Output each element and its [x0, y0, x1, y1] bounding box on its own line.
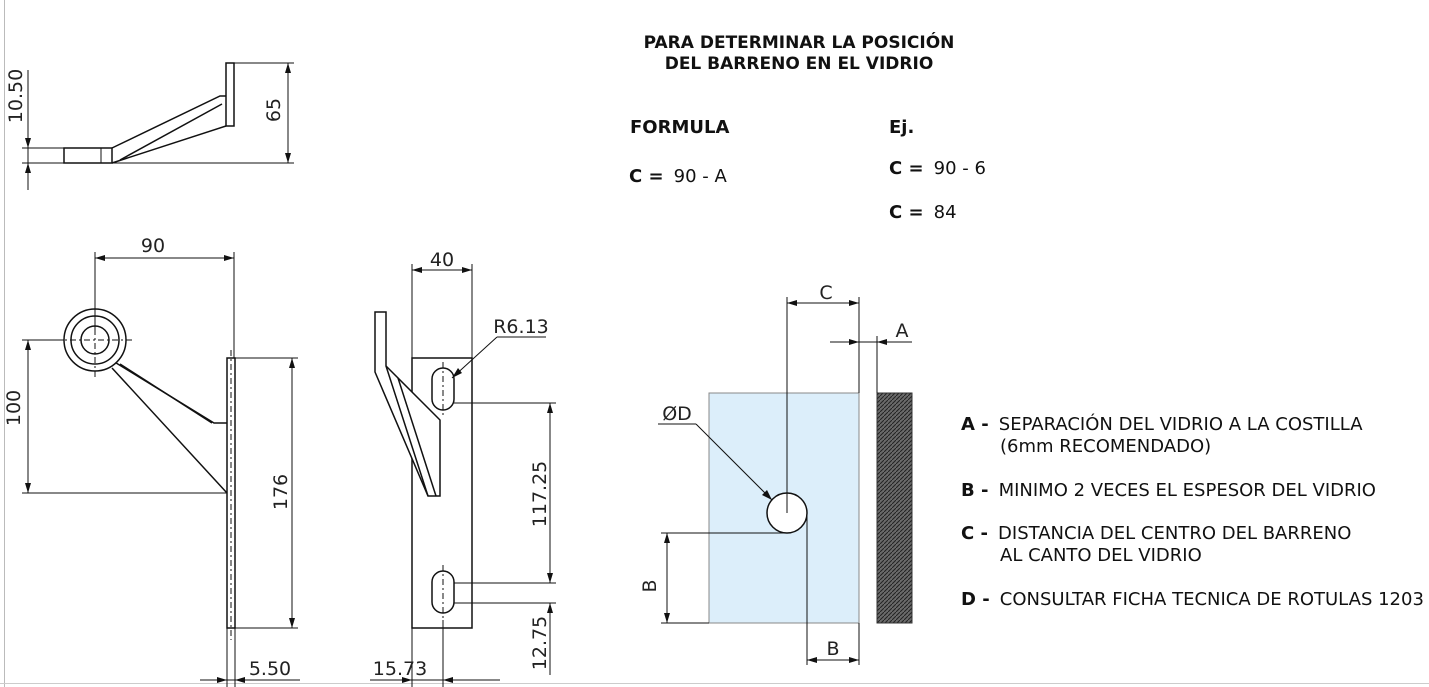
front-view-arm-lower [111, 367, 228, 494]
arrow [224, 255, 234, 261]
leader-line [695, 423, 773, 501]
top-view-arm-lower [111, 125, 227, 164]
dim-40: 40 [430, 249, 454, 271]
arrow [285, 153, 291, 163]
dim-117-25: 117.25 [529, 461, 551, 527]
arrow [664, 533, 670, 543]
top-view-eye-boss [63, 147, 113, 164]
arrow [849, 657, 859, 663]
example-line-1: C = 90 - 6 [889, 158, 986, 179]
arrow [412, 267, 422, 273]
arrow [402, 677, 412, 683]
dim-176: 176 [270, 474, 292, 510]
side-view-arm-edge [385, 365, 429, 497]
arrow [849, 300, 859, 306]
arrow [462, 267, 472, 273]
arrow [25, 340, 31, 350]
side-view: 40 R6.13 117.25 12.75 15.73 [370, 249, 556, 687]
label-a: A [896, 320, 909, 342]
title-line-1: PARA DETERMINAR LA POSICIÓN [644, 31, 955, 53]
arrow [25, 163, 31, 173]
arrow [452, 368, 462, 378]
top-view-arm-upper [111, 95, 226, 149]
example-line-2: C = 84 [889, 202, 957, 223]
example-line-2-lhs: C = [889, 202, 924, 223]
arrow [285, 63, 291, 73]
legend-key-d: D - [961, 589, 990, 610]
title-line-2: DEL BARRENO EN EL VIDRIO [665, 54, 934, 74]
arrow [95, 255, 105, 261]
legend-key-c: C - [961, 523, 988, 544]
arrow [547, 573, 553, 583]
dim-r6-13: R6.13 [493, 316, 549, 338]
side-view-plate [411, 357, 473, 629]
example-heading: Ej. [889, 117, 914, 138]
dim-15-73: 15.73 [373, 658, 427, 680]
formula-block: PARA DETERMINAR LA POSICIÓN DEL BARRENO … [629, 31, 986, 223]
arrow [443, 677, 453, 683]
top-view: 10.50 65 [5, 62, 294, 190]
legend-key-a: A - [961, 414, 989, 435]
formula-lhs: C = [629, 166, 664, 187]
arrow [664, 613, 670, 623]
dim-65: 65 [263, 98, 285, 122]
arrow [289, 358, 295, 368]
arrow [547, 403, 553, 413]
arrow [25, 483, 31, 493]
label-b-left: B [639, 579, 661, 592]
example-line-1-lhs: C = [889, 158, 924, 179]
arrow [877, 339, 887, 345]
label-c: C [819, 282, 832, 304]
glass-diagram: C A ØD B B [639, 282, 913, 665]
legend-text-a-2: (6mm RECOMENDADO) [1000, 436, 1211, 457]
example-line-2-rhs: 84 [934, 202, 957, 223]
arrow [25, 138, 31, 148]
legend-text-b: MINIMO 2 VECES EL ESPESOR DEL VIDRIO [999, 480, 1376, 501]
arrow [787, 300, 797, 306]
legend-text-a: SEPARACIÓN DEL VIDRIO A LA COSTILLA [999, 413, 1363, 435]
front-view: 90 100 176 5.50 [3, 235, 300, 687]
arrow [289, 618, 295, 628]
legend: A - SEPARACIÓN DEL VIDRIO A LA COSTILLA … [961, 413, 1424, 610]
arrow [547, 603, 553, 613]
example-line-1-rhs: 90 - 6 [934, 158, 986, 179]
arrow [762, 490, 772, 500]
legend-item-b: B - MINIMO 2 VECES EL ESPESOR DEL VIDRIO [961, 480, 1376, 501]
legend-item-d: D - CONSULTAR FICHA TECNICA DE ROTULAS 1… [961, 589, 1424, 610]
formula-equation: C = 90 - A [629, 166, 727, 187]
dim-10-50: 10.50 [5, 69, 27, 123]
top-view-plate [225, 62, 235, 127]
legend-item-c: C - DISTANCIA DEL CENTRO DEL BARRENO [961, 523, 1351, 544]
dim-90: 90 [141, 235, 165, 257]
formula-rhs: 90 - A [674, 166, 728, 187]
formula-heading: FORMULA [630, 117, 729, 138]
label-diameter-d: ØD [662, 403, 692, 425]
legend-item-a: A - SEPARACIÓN DEL VIDRIO A LA COSTILLA [961, 413, 1363, 435]
arrow [807, 657, 817, 663]
legend-text-c-2: AL CANTO DEL VIDRIO [1000, 545, 1202, 566]
arrow [217, 677, 227, 683]
side-view-arm [374, 311, 441, 497]
dim-100: 100 [3, 390, 25, 426]
side-view-arm-edge [397, 377, 437, 497]
dim-5-50: 5.50 [249, 658, 291, 680]
arrow [849, 339, 859, 345]
glass-rib [876, 392, 913, 624]
arrow [235, 677, 245, 683]
dim-12-75: 12.75 [529, 616, 551, 670]
front-view-arm-rib [119, 363, 213, 424]
legend-text-c: DISTANCIA DEL CENTRO DEL BARRENO [998, 523, 1351, 544]
label-b-bottom: B [826, 638, 839, 660]
legend-key-b: B - [961, 480, 988, 501]
legend-text-d: CONSULTAR FICHA TECNICA DE ROTULAS 1203 [1000, 589, 1424, 610]
top-view-arm-inner [119, 103, 223, 161]
